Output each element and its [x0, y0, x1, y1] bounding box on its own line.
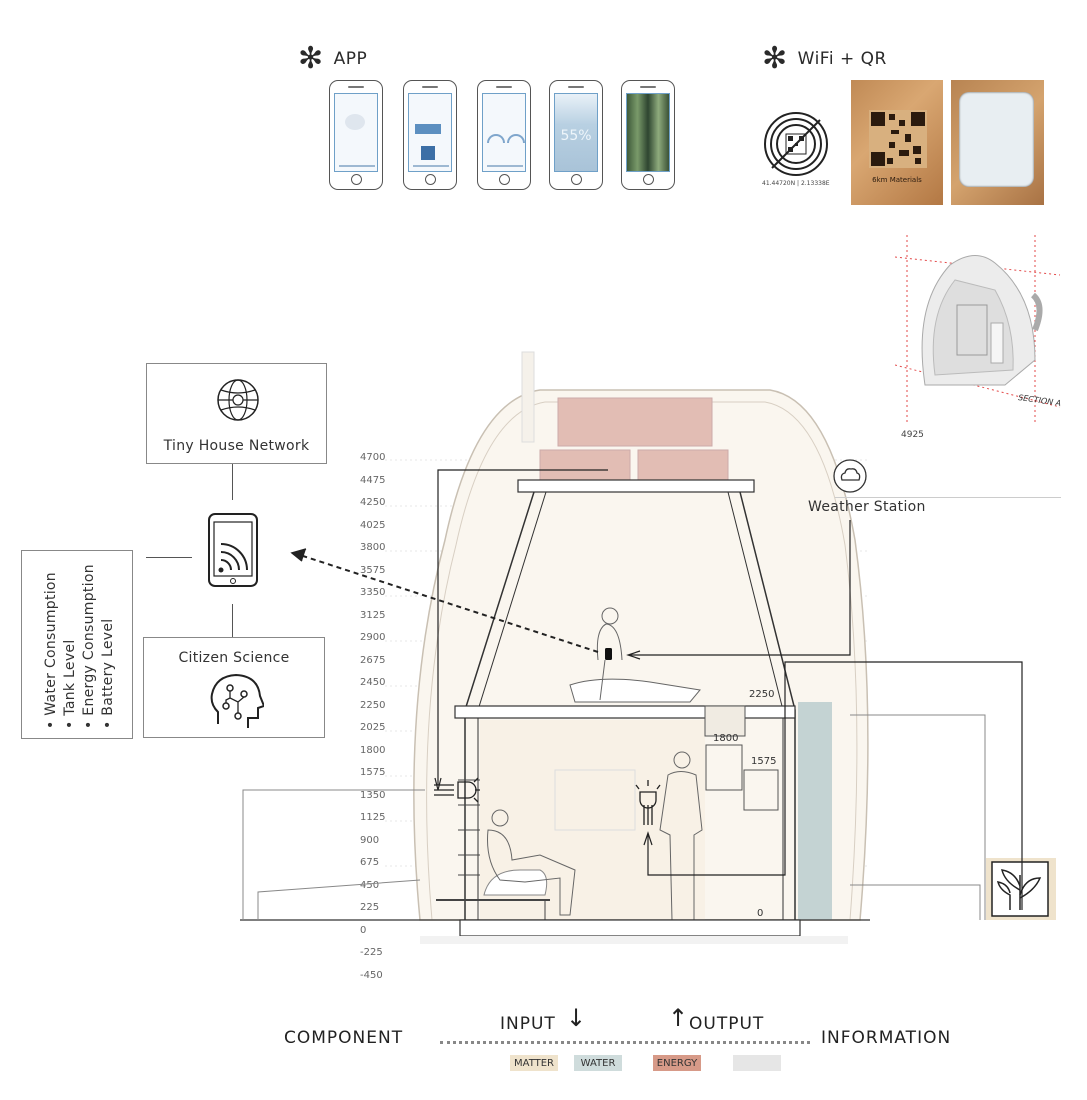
legend-chip-information [733, 1055, 781, 1071]
app-header-label: APP [333, 49, 368, 69]
legend-dotted-line [440, 1041, 810, 1044]
level-mark: 4025 [360, 520, 386, 531]
lamp-icon [434, 777, 480, 803]
level-mark: 4475 [360, 475, 386, 486]
app-screen-3 [477, 80, 531, 190]
app-screen-4: 55% [549, 80, 603, 190]
citizen-science-box: Citizen Science [143, 637, 325, 738]
dim-0: 0 [757, 908, 764, 919]
level-mark: 1575 [360, 767, 386, 778]
legend-component: COMPONENT [284, 1028, 404, 1048]
app-screen-5 [621, 80, 675, 190]
dim-1800: 1800 [713, 733, 739, 744]
app-screen-1 [329, 80, 383, 190]
level-mark: 4250 [360, 497, 386, 508]
arrow-up-icon: ↑ [668, 1004, 690, 1032]
house-section-drawing [240, 351, 1056, 944]
dimension-4925: 4925 [901, 430, 924, 440]
level-mark: 0 [360, 925, 367, 936]
weather-station-label: Weather Station [808, 499, 926, 515]
legend-information: INFORMATION [821, 1028, 952, 1048]
wifi-device-photo [951, 80, 1044, 205]
level-mark: 225 [360, 902, 380, 913]
level-mark: 2900 [360, 632, 386, 643]
level-mark: 1125 [360, 812, 386, 823]
dim-2250: 2250 [749, 689, 775, 700]
head-circuit-icon [210, 673, 264, 728]
lamp-icon [635, 780, 661, 825]
level-mark: 450 [360, 880, 380, 891]
network-title: Tiny House Network [163, 438, 310, 454]
level-mark: -225 [360, 947, 383, 958]
level-mark: 3800 [360, 542, 386, 553]
cloud-icon [833, 459, 867, 493]
connector-list-phone [146, 557, 192, 558]
legend-chip-energy: ENERGY [653, 1055, 701, 1071]
level-mark: 3350 [360, 587, 386, 598]
level-mark: 2250 [360, 700, 386, 711]
qr-wood-plate: 6km Materials [851, 80, 943, 205]
tiny-house-network-box: Tiny House Network [146, 363, 327, 464]
app-header: ✻ APP [298, 44, 367, 74]
data-list-box: • Water Consumption • Tank Level • Energ… [21, 550, 133, 739]
wifi-qr-header: ✻ WiFi + QR [762, 44, 887, 74]
qr-coordinates: 41.44720N | 2.13338E [762, 180, 830, 187]
level-mark: 2025 [360, 722, 386, 733]
app-screen-2 [403, 80, 457, 190]
level-mark: 2450 [360, 677, 386, 688]
level-mark: 1350 [360, 790, 386, 801]
weather-guideline [835, 497, 1061, 498]
dim-1575: 1575 [751, 756, 777, 767]
section-a-3d-view [895, 235, 1061, 425]
level-mark: 1800 [360, 745, 386, 756]
connector-network-phone [232, 464, 233, 500]
level-mark: 4700 [360, 452, 386, 463]
globe-network-icon [217, 379, 259, 421]
citizen-science-title: Citizen Science [178, 650, 290, 666]
qr-target-logo [764, 112, 828, 176]
legend-chip-matter: MATTER [510, 1055, 558, 1071]
level-mark: 675 [360, 857, 380, 868]
level-mark: 2675 [360, 655, 386, 666]
level-mark: -450 [360, 970, 383, 981]
legend-chip-water: WATER [574, 1055, 622, 1071]
app-screen-value: 55% [560, 128, 592, 144]
level-mark: 3575 [360, 565, 386, 576]
level-mark: 3125 [360, 610, 386, 621]
level-mark: 900 [360, 835, 380, 846]
legend-input: INPUT [500, 1014, 556, 1034]
smartphone-wifi-icon [208, 513, 258, 587]
arrow-down-icon: ↓ [566, 1004, 588, 1032]
asterisk-icon: ✻ [298, 41, 324, 76]
qr-plate-text: 6km Materials [872, 176, 922, 184]
asterisk-icon: ✻ [762, 41, 788, 76]
connector-phone-citizen [232, 604, 233, 637]
legend-output: OUTPUT [689, 1014, 765, 1034]
wifi-qr-header-label: WiFi + QR [797, 49, 887, 69]
